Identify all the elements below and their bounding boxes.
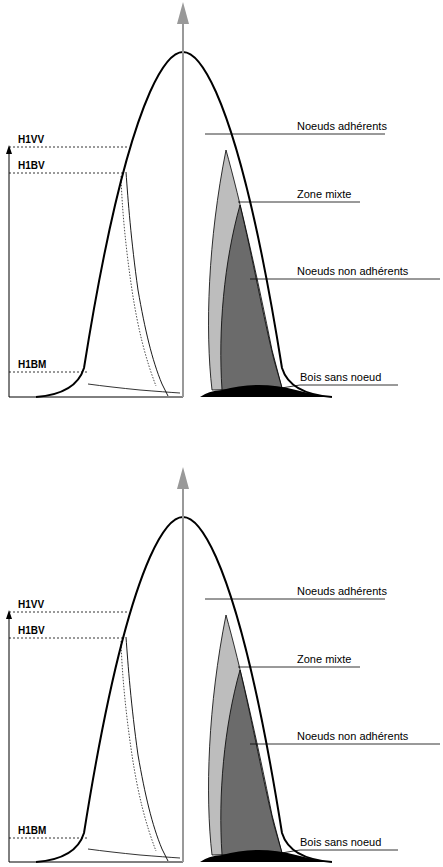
crown-diagram (6, 467, 440, 862)
height-label: H1BV (18, 159, 45, 172)
zone-label: Noeuds adhérents (297, 120, 387, 133)
crown-diagram (6, 2, 440, 397)
height-label: H1BV (18, 624, 45, 637)
height-label: H1VV (18, 598, 44, 611)
zone-label: Noeuds non adhérents (297, 265, 408, 278)
zone-label: Noeuds adhérents (297, 585, 387, 598)
level-line (9, 372, 88, 373)
zone-label: Zone mixte (297, 188, 351, 201)
level-line (9, 147, 128, 148)
zone-label: Zone mixte (297, 653, 351, 666)
level-line (9, 173, 124, 174)
zone-label: Bois sans noeud (300, 371, 381, 384)
height-label: H1BM (18, 824, 46, 837)
height-label: H1VV (18, 133, 44, 146)
zone-label: Bois sans noeud (300, 836, 381, 849)
level-line (9, 638, 124, 639)
level-line (9, 612, 128, 613)
height-label: H1BM (18, 358, 46, 371)
level-line (9, 838, 88, 839)
zone-label: Noeuds non adhérents (297, 730, 408, 743)
